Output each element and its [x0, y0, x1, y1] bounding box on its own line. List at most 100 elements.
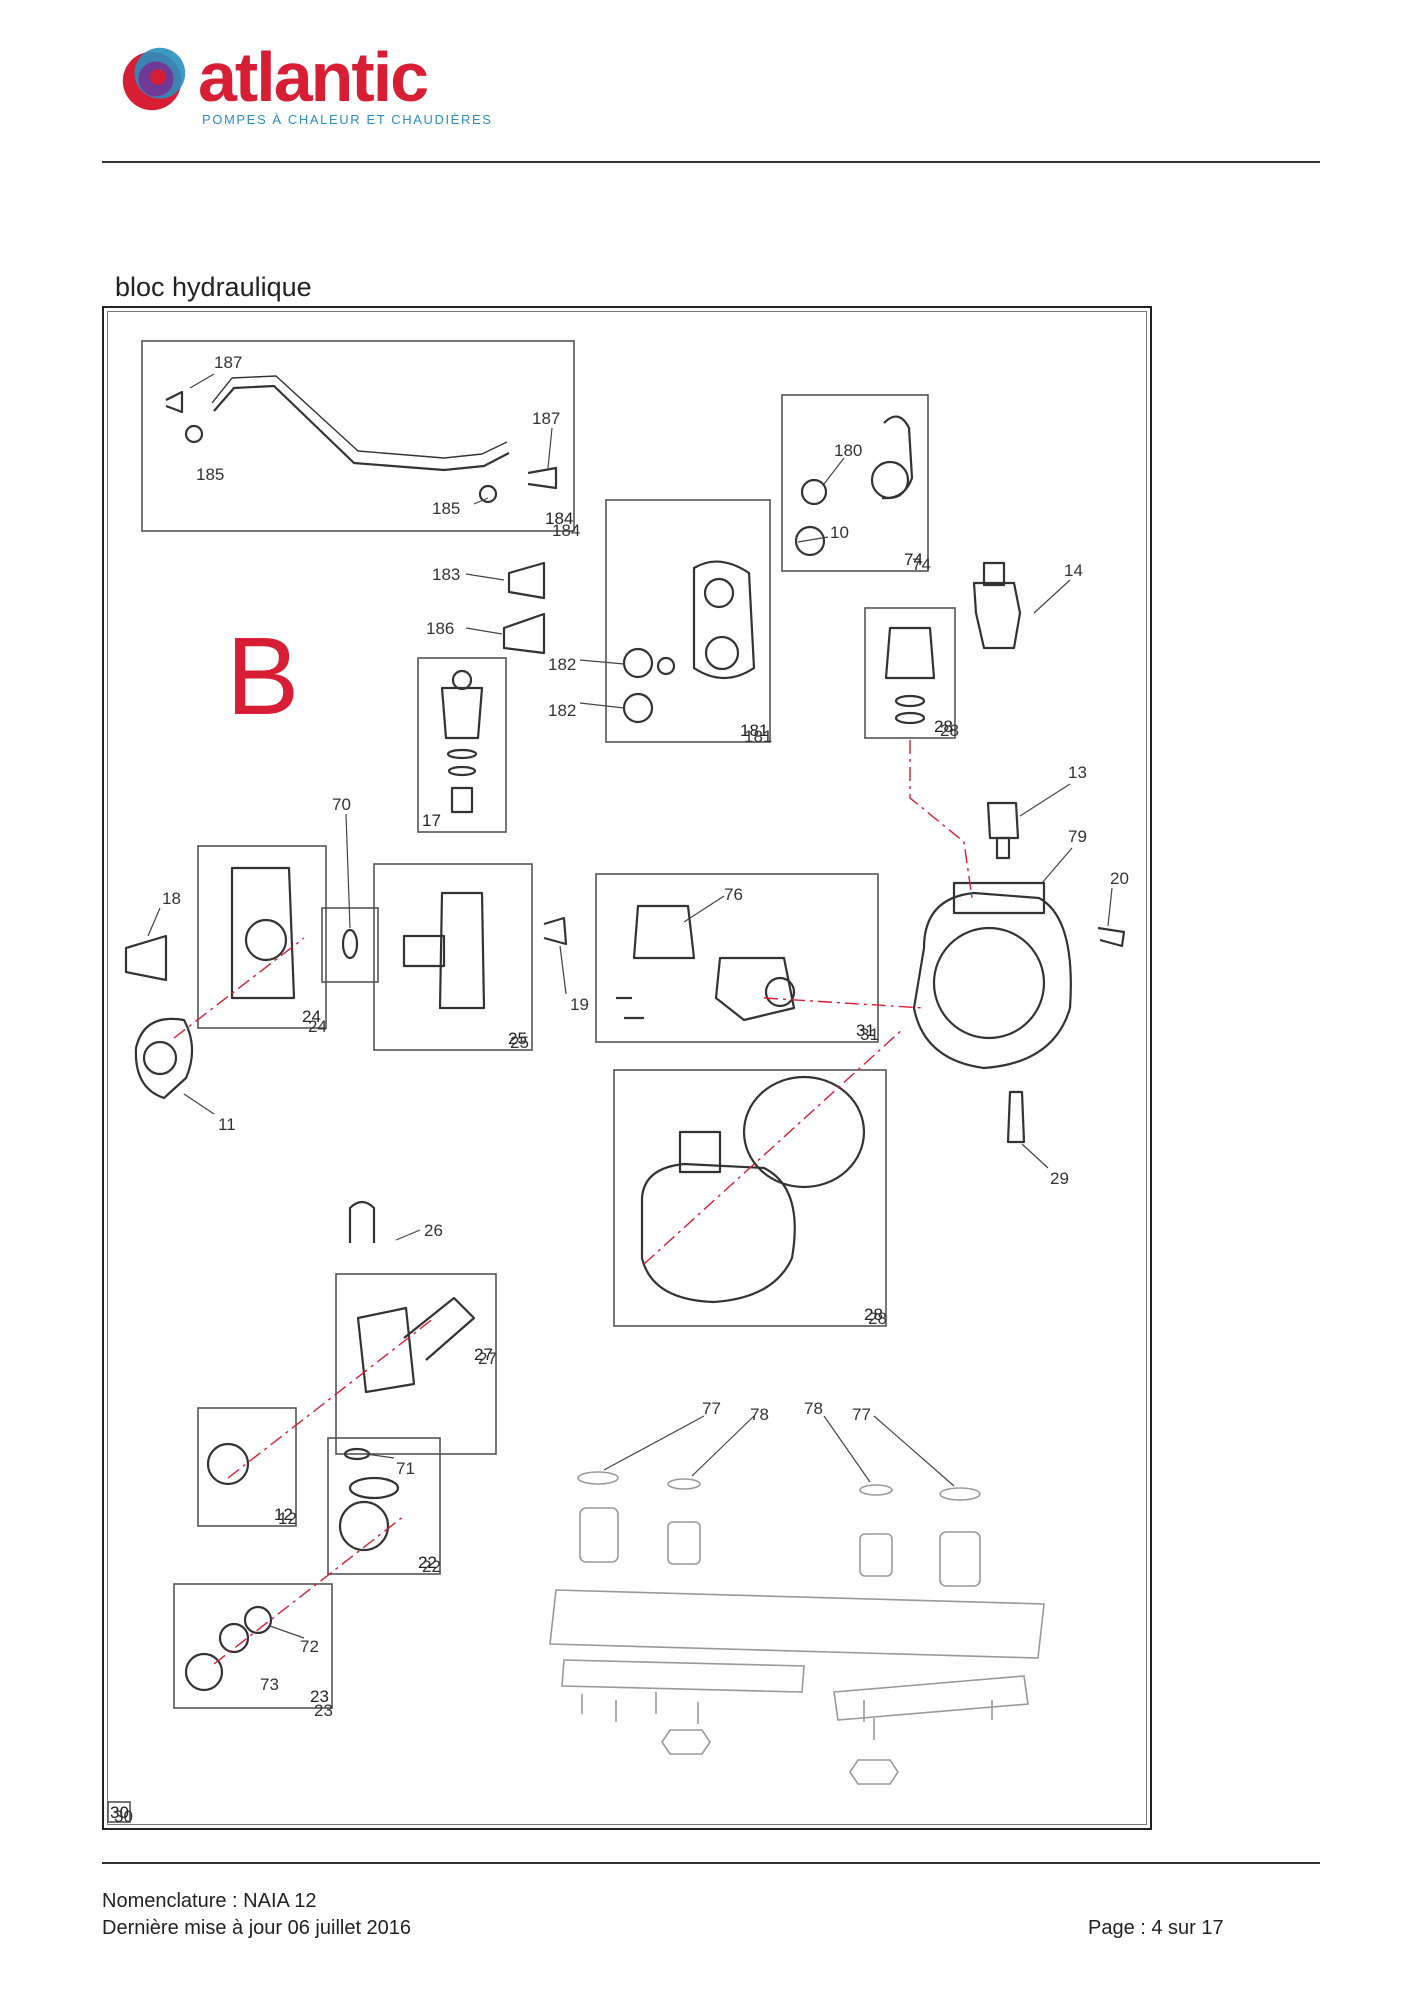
box-28 — [613, 1069, 887, 1327]
fitting-4 — [939, 1531, 981, 1587]
nut-left — [661, 1729, 711, 1755]
label-77-a: 77 — [702, 1399, 721, 1418]
oring-78-right — [859, 1484, 893, 1496]
label-18: 18 — [162, 889, 181, 908]
nut-right — [849, 1759, 899, 1785]
label-31: 31 — [860, 1025, 879, 1044]
oring-72 — [243, 1605, 273, 1635]
axis-line-6 — [213, 1515, 405, 1665]
diagram-frame — [102, 306, 1152, 1830]
tag-25: 25 — [508, 1029, 527, 1048]
tag-23: 23 — [310, 1687, 329, 1706]
box-74 — [781, 394, 929, 572]
filter-22 — [338, 1500, 390, 1552]
tag-28-small: 28 — [934, 717, 953, 736]
oring-70 — [341, 928, 359, 960]
footer-updated: Dernière mise à jour 06 juillet 2016 — [102, 1917, 412, 1939]
valve-body-25 — [438, 891, 486, 1010]
label-70: 70 — [332, 795, 351, 814]
pump-motor-28 — [640, 1162, 796, 1304]
box-184 — [141, 340, 575, 532]
tag-22: 22 — [418, 1553, 437, 1572]
group-letter: B — [226, 615, 299, 738]
pipe-part — [213, 384, 510, 472]
body-27 — [356, 1306, 416, 1394]
label-72: 72 — [300, 1637, 319, 1656]
box-12 — [197, 1407, 297, 1527]
cartridge-28 — [884, 626, 936, 680]
clip-183 — [507, 561, 546, 600]
box-30-tag — [107, 1801, 131, 1823]
label-30: 30 — [114, 1807, 133, 1826]
label-24: 24 — [308, 1017, 327, 1036]
elbow-11 — [134, 1017, 194, 1100]
box-25 — [373, 863, 533, 1051]
label-19: 19 — [570, 995, 589, 1014]
section-title: bloc hydraulique — [115, 272, 312, 302]
oring-185-left — [184, 424, 204, 444]
oring-77-right — [939, 1487, 981, 1501]
box-70-link — [321, 907, 379, 983]
tag-28: 28 — [864, 1305, 883, 1324]
oring-78-left — [667, 1478, 701, 1490]
tag-17: 17 — [422, 811, 441, 830]
box-181 — [605, 499, 771, 743]
brand-name: atlantic — [198, 38, 429, 116]
box-17 — [417, 657, 507, 833]
box-22 — [327, 1437, 441, 1575]
motor-76 — [632, 904, 696, 960]
clip-18 — [124, 934, 168, 982]
tag-74: 74 — [904, 550, 923, 569]
fitting-3 — [859, 1533, 893, 1577]
label-14: 14 — [1064, 561, 1083, 580]
label-29: 29 — [1050, 1169, 1069, 1188]
label-77-b: 77 — [852, 1405, 871, 1424]
tag-181: 181 — [740, 721, 768, 740]
clip-187-left — [165, 390, 184, 414]
label-187-a: 187 — [214, 353, 242, 372]
staple-26 — [348, 1200, 376, 1243]
label-181: 181 — [744, 727, 772, 746]
label-187-b: 187 — [532, 409, 560, 428]
valve-12 — [206, 1442, 250, 1486]
label-13: 13 — [1068, 763, 1087, 782]
body-181 — [692, 560, 756, 679]
axis-line-5 — [227, 1317, 435, 1479]
clip-20 — [1097, 926, 1126, 948]
oring-185-right — [478, 484, 498, 504]
footer-page-number: Page : 4 sur 17 — [1088, 1917, 1224, 1939]
label-27: 27 — [478, 1349, 497, 1368]
label-26: 26 — [424, 1221, 443, 1240]
bracket-31 — [714, 956, 796, 1022]
label-78-a: 78 — [750, 1405, 769, 1424]
label-73: 73 — [260, 1675, 279, 1694]
gasket-left — [561, 1659, 805, 1693]
label-76: 76 — [724, 885, 743, 904]
pump-body-79 — [912, 891, 1072, 1070]
label-180: 180 — [834, 441, 862, 460]
clip-187-right — [527, 466, 558, 490]
oring-180 — [800, 478, 828, 506]
valve-body-24 — [230, 866, 296, 1000]
label-10: 10 — [830, 523, 849, 542]
fitting-1 — [579, 1507, 619, 1563]
tag-184: 184 — [545, 509, 573, 528]
label-79: 79 — [1068, 827, 1087, 846]
tag-30: 30 — [110, 1803, 129, 1822]
label-22: 22 — [422, 1557, 441, 1576]
axis-line-1 — [909, 740, 973, 899]
axis-line-2 — [173, 937, 305, 1039]
fitting-2 — [667, 1521, 701, 1565]
gasket-right — [833, 1675, 1029, 1721]
label-20: 20 — [1110, 869, 1129, 888]
label-12: 12 — [278, 1509, 297, 1528]
label-182-b: 182 — [548, 701, 576, 720]
axis-line-4 — [643, 1027, 905, 1265]
brand-tagline: POMPES À CHALEUR ET CHAUDIÈRES — [202, 112, 493, 127]
label-11: 11 — [218, 1115, 236, 1134]
footer-divider — [102, 1862, 1320, 1864]
label-25: 25 — [510, 1033, 529, 1052]
box-31 — [595, 873, 879, 1043]
label-74: 74 — [912, 555, 931, 574]
footer-nomenclature: Nomenclature : NAIA 12 — [102, 1890, 317, 1912]
